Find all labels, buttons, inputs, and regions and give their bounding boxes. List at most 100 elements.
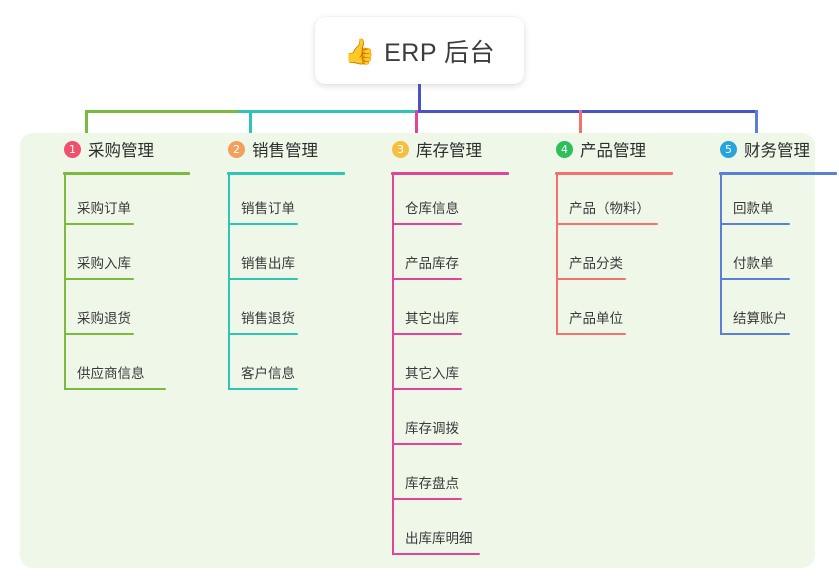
- module-item-underline: [64, 223, 134, 225]
- module-item-underline: [228, 333, 298, 335]
- module-item[interactable]: 产品（物料）: [536, 175, 686, 230]
- module-item-underline: [556, 333, 626, 335]
- module-item-label: 销售退货: [241, 311, 295, 326]
- module-item[interactable]: 其它入库: [372, 340, 522, 395]
- module-item-label: 客户信息: [241, 366, 295, 381]
- module-item-underline: [392, 278, 462, 280]
- module-item[interactable]: 销售出库: [208, 230, 358, 285]
- connector-drop: [415, 110, 418, 146]
- module-item-label: 回款单: [733, 201, 774, 216]
- module-item-label: 产品单位: [569, 311, 623, 326]
- module-header-underline: [719, 172, 837, 175]
- module-number-badge: 2: [228, 140, 245, 158]
- module-spine: [720, 175, 722, 335]
- module-item[interactable]: 出库库明细: [372, 505, 522, 560]
- module-item-underline: [556, 278, 626, 280]
- module-title: 库存管理: [416, 142, 482, 160]
- module-item[interactable]: 采购订单: [44, 175, 194, 230]
- module-item-label: 仓库信息: [405, 201, 459, 216]
- module-item-label: 库存盘点: [405, 476, 459, 491]
- module-spine: [556, 175, 558, 335]
- module-item-label: 销售订单: [241, 201, 295, 216]
- module-item-underline: [720, 333, 790, 335]
- module-item[interactable]: 供应商信息: [44, 340, 194, 395]
- module-header-underline: [63, 172, 190, 175]
- module-item-underline: [392, 498, 462, 500]
- module-item-underline: [64, 333, 134, 335]
- module-item-underline: [228, 223, 298, 225]
- thumbs-up-emoji: 👍: [343, 37, 376, 66]
- page-title: ERP 后台: [384, 38, 496, 67]
- connector-bus-segment: [238, 110, 418, 113]
- module-column: 5 财务管理回款单付款单结算账户: [700, 133, 839, 340]
- connector-drop: [85, 110, 88, 146]
- module-item[interactable]: 销售退货: [208, 285, 358, 340]
- connector-stem: [418, 84, 421, 110]
- module-item[interactable]: 付款单: [700, 230, 839, 285]
- module-item-underline: [64, 388, 166, 390]
- module-item-label: 产品（物料）: [569, 201, 650, 216]
- module-column: 2 销售管理销售订单销售出库销售退货客户信息: [208, 133, 358, 395]
- module-item[interactable]: 库存盘点: [372, 450, 522, 505]
- connector-drop: [249, 110, 252, 146]
- module-item-underline: [392, 223, 462, 225]
- connector-drop: [579, 110, 582, 146]
- module-item-label: 其它入库: [405, 366, 459, 381]
- module-number-badge: 3: [392, 140, 409, 158]
- module-item[interactable]: 仓库信息: [372, 175, 522, 230]
- module-item[interactable]: 采购退货: [44, 285, 194, 340]
- module-item-underline: [556, 223, 658, 225]
- module-item-label: 库存调拨: [405, 421, 459, 436]
- module-item[interactable]: 产品单位: [536, 285, 686, 340]
- module-number-badge: 5: [720, 140, 737, 158]
- module-item[interactable]: 采购入库: [44, 230, 194, 285]
- module-item-label: 结算账户: [733, 311, 787, 326]
- module-item-label: 采购入库: [77, 256, 131, 271]
- module-item-underline: [228, 388, 298, 390]
- module-header-underline: [555, 172, 673, 175]
- module-item-label: 出库库明细: [405, 531, 473, 546]
- module-header[interactable]: 3 库存管理: [372, 133, 522, 165]
- module-item[interactable]: 客户信息: [208, 340, 358, 395]
- module-item-label: 产品库存: [405, 256, 459, 271]
- module-item-list: 采购订单采购入库采购退货供应商信息: [44, 175, 194, 395]
- module-title: 产品管理: [580, 142, 646, 160]
- module-item-label: 采购退货: [77, 311, 131, 326]
- module-item-label: 采购订单: [77, 201, 131, 216]
- module-item-underline: [392, 333, 462, 335]
- module-item-list: 销售订单销售出库销售退货客户信息: [208, 175, 358, 395]
- module-spine: [392, 175, 394, 555]
- module-item-underline: [720, 278, 790, 280]
- module-title: 财务管理: [744, 142, 810, 160]
- module-item[interactable]: 其它出库: [372, 285, 522, 340]
- module-item-label: 供应商信息: [77, 366, 145, 381]
- module-item-label: 其它出库: [405, 311, 459, 326]
- connector-bus-segment: [85, 110, 238, 113]
- module-item[interactable]: 回款单: [700, 175, 839, 230]
- module-item[interactable]: 销售订单: [208, 175, 358, 230]
- module-item-list: 仓库信息产品库存其它出库其它入库库存调拨库存盘点出库库明细: [372, 175, 522, 560]
- module-item-list: 回款单付款单结算账户: [700, 175, 839, 340]
- module-number-badge: 1: [64, 140, 81, 158]
- module-header-underline: [227, 172, 345, 175]
- module-item[interactable]: 库存调拨: [372, 395, 522, 450]
- module-item[interactable]: 产品库存: [372, 230, 522, 285]
- module-item[interactable]: 结算账户: [700, 285, 839, 340]
- module-item-underline: [392, 388, 462, 390]
- module-title: 销售管理: [252, 142, 318, 160]
- module-item-underline: [64, 278, 134, 280]
- module-header[interactable]: 5 财务管理: [700, 133, 839, 165]
- module-item[interactable]: 产品分类: [536, 230, 686, 285]
- connector-bus-segment: [418, 110, 756, 113]
- module-header[interactable]: 2 销售管理: [208, 133, 358, 165]
- module-item-underline: [720, 223, 790, 225]
- root-title-card[interactable]: 👍 ERP 后台: [315, 17, 524, 84]
- module-column: 3 库存管理仓库信息产品库存其它出库其它入库库存调拨库存盘点出库库明细: [372, 133, 522, 560]
- module-item-underline: [228, 278, 298, 280]
- module-item-underline: [392, 443, 462, 445]
